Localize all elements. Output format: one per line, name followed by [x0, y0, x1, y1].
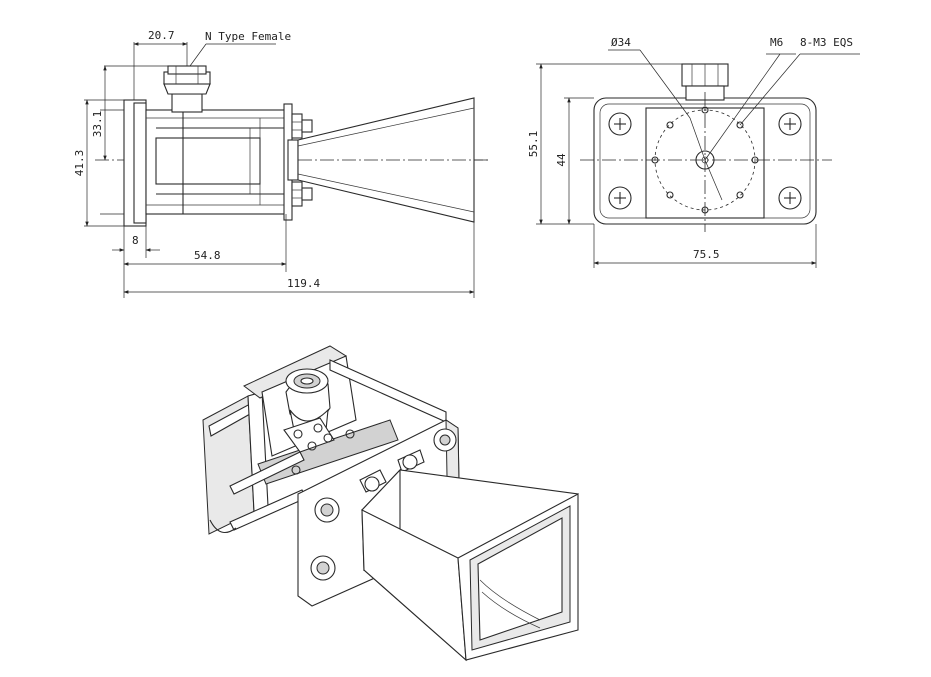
dim-bolt-circle: Ø34 [611, 36, 631, 49]
dim-connector-offset: 20.7 [148, 29, 175, 42]
m3-holes [651, 106, 759, 214]
dim-width: 75.5 [693, 248, 720, 261]
waveguide-body-side [145, 109, 287, 215]
dim-total-length: 119.4 [287, 277, 320, 290]
dim-center-thread: M6 [770, 36, 783, 49]
dim-height-outer: 55.1 [527, 131, 540, 158]
front-view: Ø34 M6 8-M3 EQS 55.1 44 75.5 [527, 36, 860, 268]
dim-holes: 8-M3 EQS [800, 36, 853, 49]
dim-height-inner: 44 [555, 153, 568, 167]
horn-iso [361, 468, 579, 662]
connector-label: N Type Female [205, 30, 291, 43]
corner-screws [608, 112, 802, 210]
isometric-view [202, 345, 579, 662]
dim-flange-outer: 41.3 [73, 150, 86, 177]
dim-flange-inner: 33.1 [91, 111, 104, 138]
n-connector-side [163, 65, 211, 113]
dim-body-length: 54.8 [194, 249, 221, 262]
clamp-screws-iso [310, 428, 457, 581]
dim-flange-thickness: 8 [132, 234, 139, 247]
side-view: 20.7 N Type Female 33.1 41.3 8 54.8 119.… [73, 29, 488, 298]
